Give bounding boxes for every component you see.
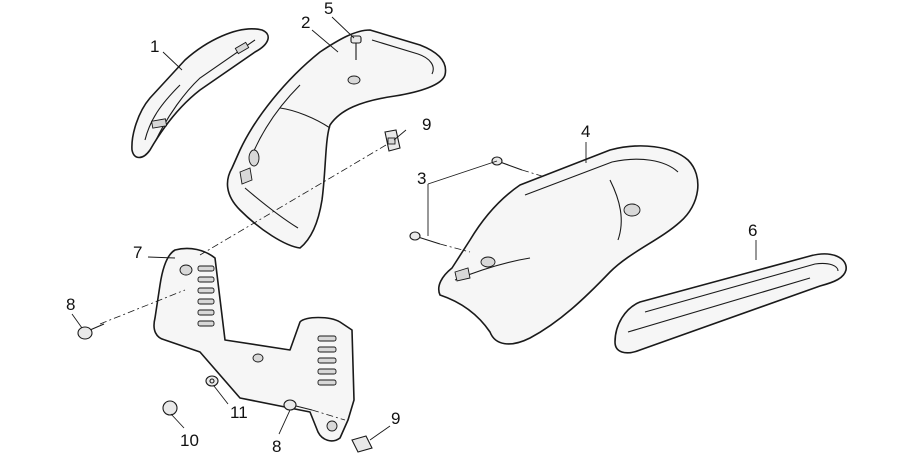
part-3-screw-bottom: [409, 231, 441, 245]
part-8-bolt-bottom: [283, 399, 313, 411]
part-1-trim-strip: [131, 28, 269, 159]
callout-7: 7: [133, 243, 142, 262]
callout-8-left: 8: [66, 295, 75, 314]
callout-3: 3: [417, 169, 426, 188]
assembly-axis-lines: [99, 144, 546, 421]
part-10-cap: [162, 400, 178, 416]
part-6-trim-strip: [614, 253, 847, 354]
part-9-clip-nut-bottom: [351, 435, 373, 453]
callout-4: 4: [581, 122, 590, 141]
callout-8-bottom: 8: [272, 437, 281, 456]
part-11-washer: [205, 375, 219, 387]
part-7-lower-bracket: [153, 247, 355, 442]
callout-9-bottom: 9: [391, 409, 400, 428]
part-3-screw-top: [491, 156, 523, 171]
part-9-clip-nut-top: [384, 129, 401, 152]
part-7-vent-slots: [197, 265, 337, 386]
callout-6: 6: [748, 221, 757, 240]
callout-9-top: 9: [422, 115, 431, 134]
callout-labels: 1 2 3 4 5 6 7 8 8 9 9 10 11: [66, 0, 757, 456]
callout-1: 1: [150, 37, 159, 56]
part-8-bolt-left: [77, 323, 105, 340]
callout-11: 11: [230, 403, 248, 422]
part-2-inner-fairing: [226, 29, 447, 249]
part-4-side-panel: [437, 145, 699, 345]
callout-10: 10: [180, 431, 199, 450]
callout-2: 2: [301, 13, 310, 32]
leader-lines: [71, 16, 757, 441]
callout-5: 5: [324, 0, 333, 18]
